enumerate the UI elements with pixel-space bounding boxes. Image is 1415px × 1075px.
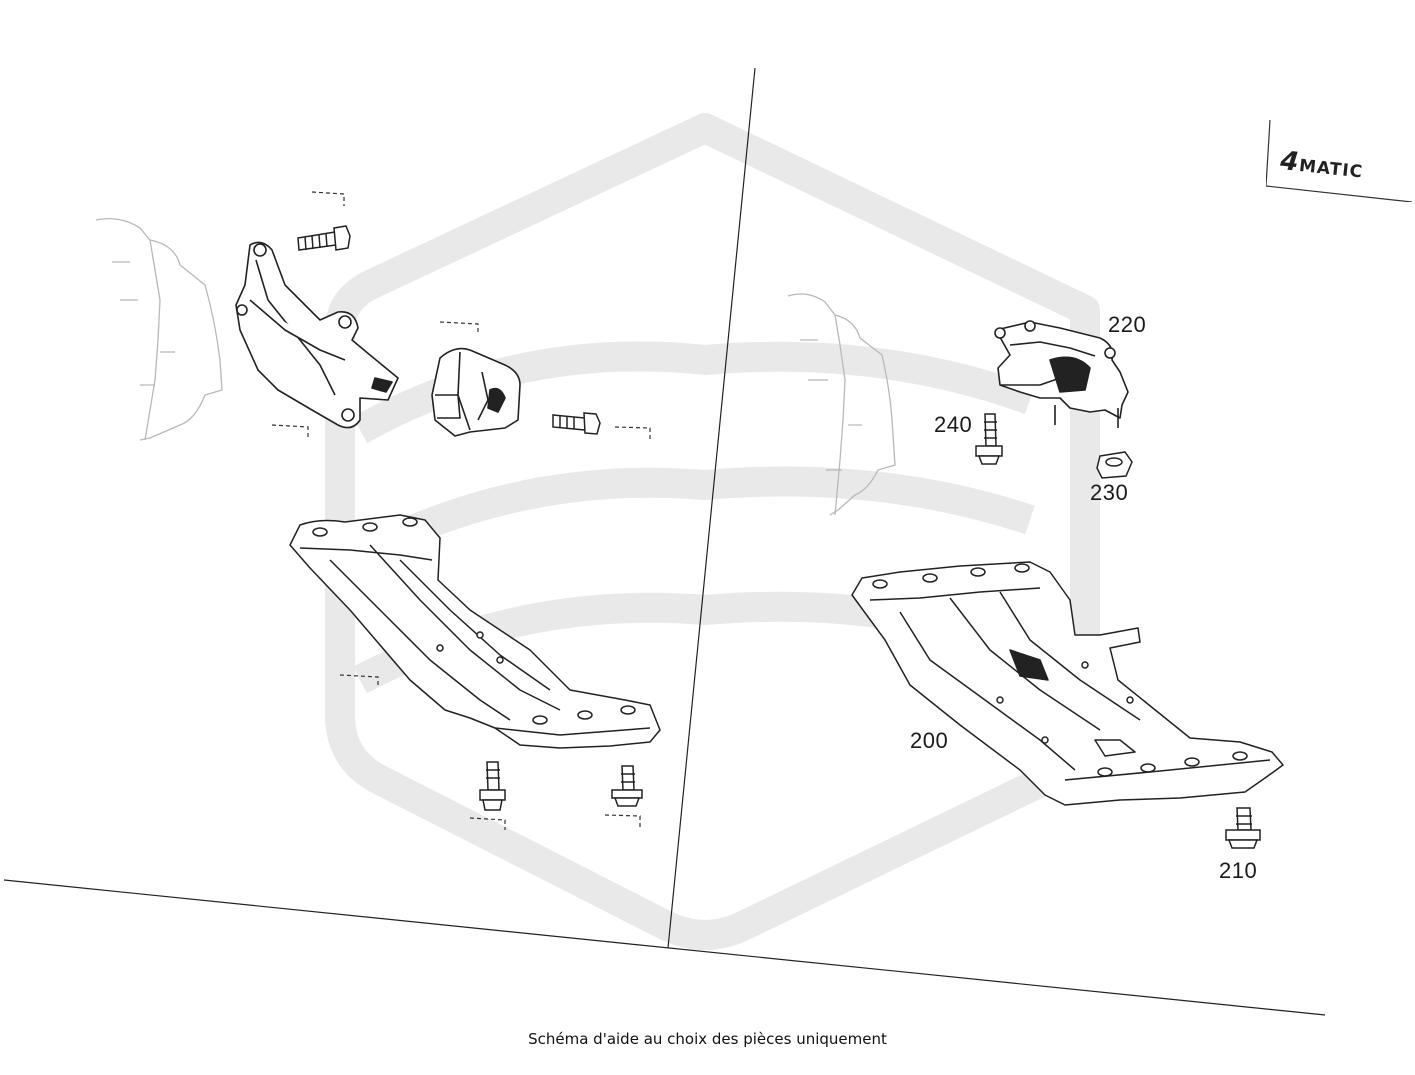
callout-220: 220 (1108, 312, 1147, 337)
gearbox-sketch-left (95, 217, 223, 441)
crossmember-200 (851, 561, 1284, 806)
bolt-240 (975, 413, 1003, 465)
bolt-left-mid (552, 412, 601, 435)
placeholder-marks-left (271, 191, 651, 830)
mount-220 (994, 320, 1129, 428)
bracket-left (235, 241, 399, 429)
bolt-left-top (297, 225, 351, 251)
bolt-left-bottom-2 (611, 765, 643, 807)
bolt-left-bottom-1 (479, 761, 506, 811)
frame-lines (3, 67, 1326, 1016)
gearbox-sketch-right (787, 293, 896, 516)
watermark-logo (325, 113, 1100, 950)
badge-text: MATIC (1298, 155, 1364, 183)
callout-240: 240 (934, 412, 973, 437)
crossmember-left (289, 514, 661, 749)
callout-200: 200 (910, 728, 949, 753)
callout-230: 230 (1090, 480, 1129, 505)
badge-frame (1266, 119, 1413, 202)
bolt-210 (1225, 807, 1261, 849)
diagram-caption: Schéma d'aide au choix des pièces unique… (528, 1030, 887, 1048)
nut-230 (1096, 451, 1133, 479)
callout-210: 210 (1219, 858, 1258, 883)
mount-block-left (431, 347, 521, 437)
